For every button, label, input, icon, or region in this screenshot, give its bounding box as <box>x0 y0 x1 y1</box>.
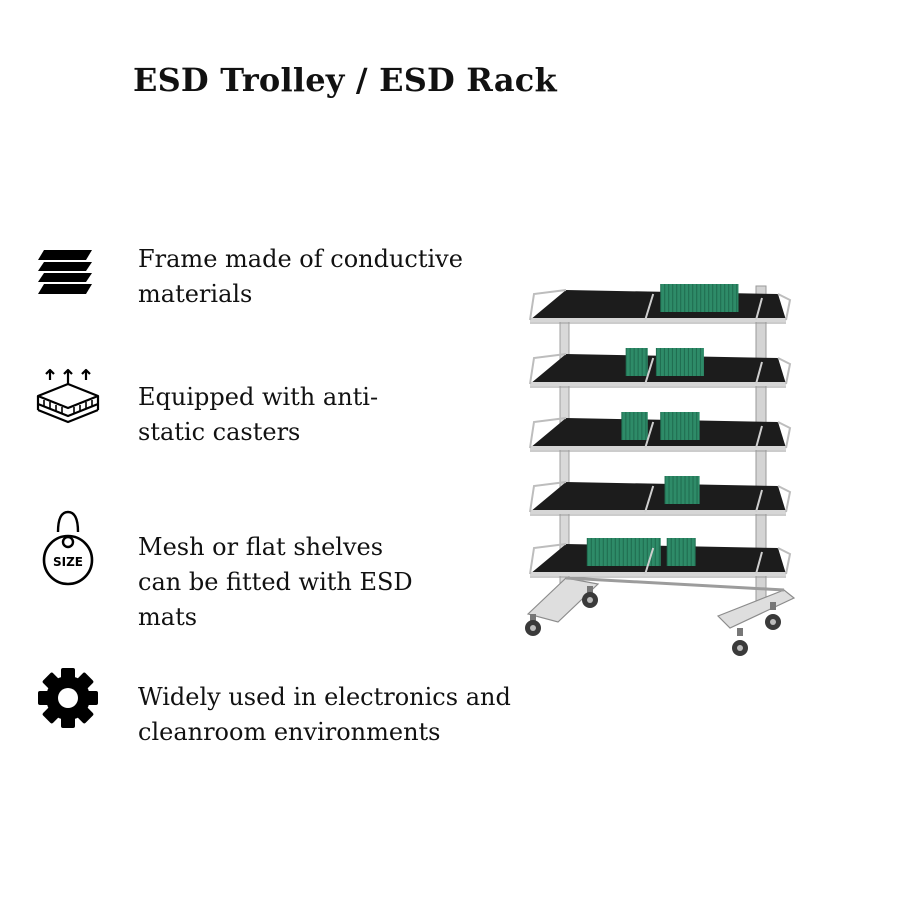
caster-wheel <box>525 614 541 636</box>
trolley-base <box>526 576 796 629</box>
size-tag-label: SIZE <box>53 555 83 569</box>
caster-wheel <box>765 602 781 630</box>
esd-trolley-illustration <box>525 284 796 656</box>
pcb-boards <box>660 412 700 440</box>
rack-shelf <box>529 412 792 452</box>
gear-icon <box>38 668 98 728</box>
pcb-boards <box>621 412 648 440</box>
feature-text: Widely used in electronics and cleanroom… <box>138 683 511 746</box>
feature-text: Equipped with anti- static casters <box>138 383 379 446</box>
caster-wheel <box>732 628 748 656</box>
layers-icon <box>38 250 92 294</box>
caster-wheel <box>582 586 598 608</box>
rack-shelf <box>529 348 792 388</box>
rack-shelf <box>529 476 792 516</box>
page-title: ESD Trolley / ESD Rack <box>133 61 557 99</box>
pcb-boards <box>660 284 739 312</box>
compression-layer-icon <box>36 368 100 424</box>
pcb-boards <box>625 348 648 376</box>
rack-shelf <box>529 284 792 324</box>
size-tag-icon: SIZE <box>42 510 94 586</box>
pcb-boards <box>666 538 696 566</box>
feature-text: Frame made of conductive materials <box>138 245 463 308</box>
pcb-boards <box>586 538 661 566</box>
pcb-boards <box>655 348 704 376</box>
feature-text: Mesh or flat shelves can be fitted with … <box>138 533 413 631</box>
pcb-boards <box>664 476 700 504</box>
